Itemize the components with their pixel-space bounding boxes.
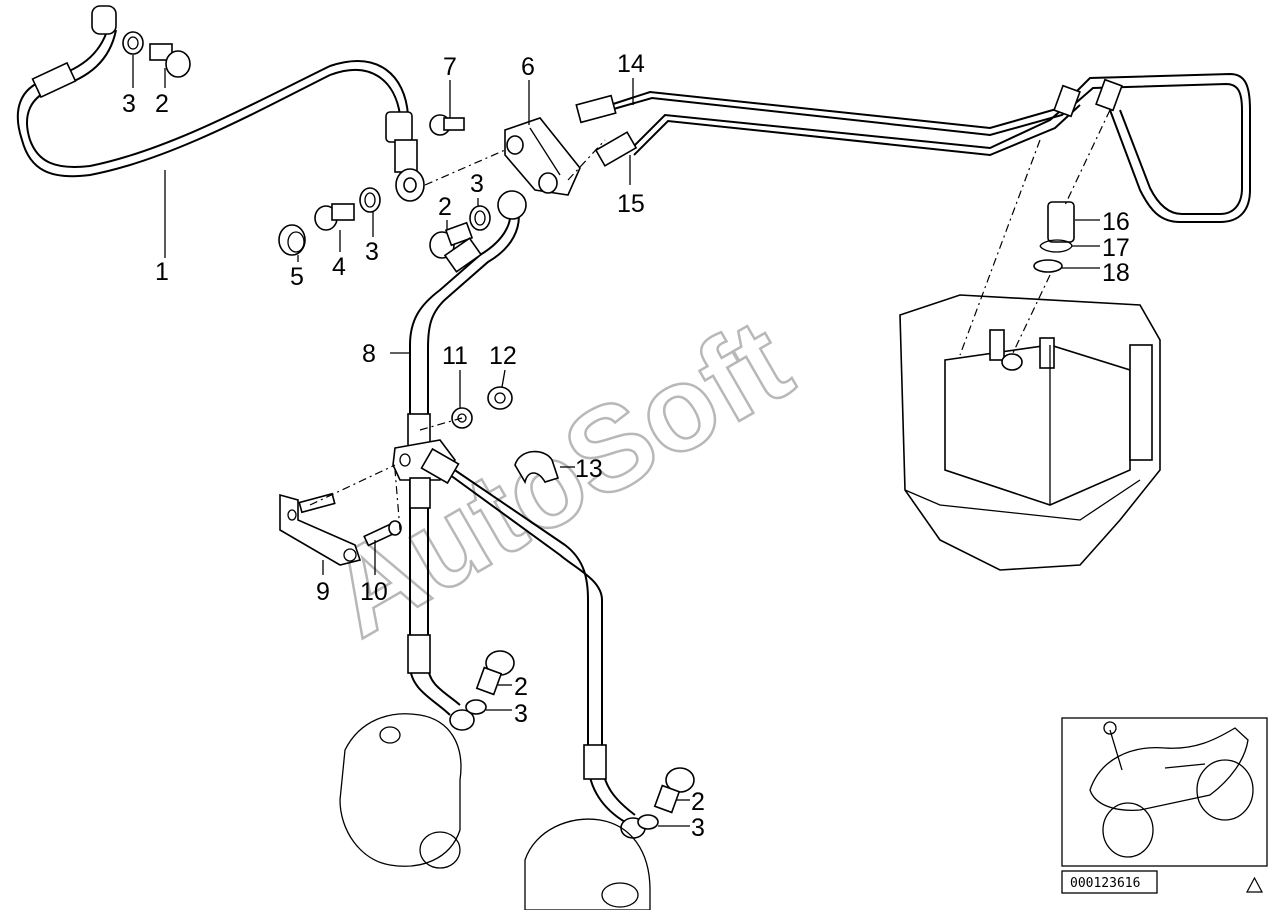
washer-3-mid bbox=[359, 187, 381, 213]
sleeve-16 bbox=[1047, 201, 1075, 243]
label-leaders bbox=[132, 55, 1100, 827]
distributor-block-6 bbox=[504, 117, 581, 196]
label-14: 14 bbox=[617, 50, 645, 78]
label-9: 9 bbox=[316, 578, 330, 606]
svg-text:AutoSoft: AutoSoft bbox=[306, 293, 812, 662]
label-7: 7 bbox=[443, 53, 457, 81]
hose-8 bbox=[407, 190, 527, 449]
banjo-bolt-2-mid bbox=[429, 221, 474, 259]
label-1: 1 bbox=[155, 258, 169, 286]
label-3-top: 3 bbox=[122, 90, 136, 118]
label-15: 15 bbox=[617, 190, 645, 218]
label-2-top: 2 bbox=[155, 90, 169, 118]
label-4: 4 bbox=[332, 253, 346, 281]
label-16: 16 bbox=[1102, 208, 1130, 236]
callout-labels: 3 2 1 5 4 3 2 3 7 6 14 15 8 11 12 13 9 1… bbox=[122, 50, 1130, 842]
bolt-7 bbox=[429, 114, 465, 136]
line-lower-right bbox=[420, 447, 646, 839]
caliper-right bbox=[524, 818, 651, 910]
banjo-bolt-2-top bbox=[149, 43, 191, 78]
label-2-lower-left: 2 bbox=[514, 673, 528, 701]
label-2-lower-right: 2 bbox=[691, 788, 705, 816]
abs-pressure-modulator bbox=[899, 294, 1161, 571]
label-3-mid2: 3 bbox=[470, 170, 484, 198]
hose-lower-left bbox=[407, 477, 475, 731]
bracket-9 bbox=[279, 492, 362, 566]
label-5: 5 bbox=[290, 263, 304, 291]
label-10: 10 bbox=[360, 578, 388, 606]
caliper-left bbox=[339, 713, 462, 869]
label-18: 18 bbox=[1102, 259, 1130, 287]
nut-12 bbox=[487, 386, 513, 410]
assembly-lines bbox=[309, 109, 1111, 531]
label-8: 8 bbox=[362, 340, 376, 368]
label-11: 11 bbox=[442, 342, 468, 370]
banjo-bolt-2-lower-right bbox=[653, 767, 695, 814]
label-3-mid: 3 bbox=[365, 238, 379, 266]
washer-3-mid2 bbox=[469, 205, 491, 231]
o-ring-18 bbox=[1033, 259, 1063, 273]
banjo-bolt-2-lower-left bbox=[475, 650, 515, 696]
clip-13 bbox=[514, 450, 560, 485]
washer-3-lower-left bbox=[465, 699, 487, 715]
label-3-lower-right: 3 bbox=[691, 814, 705, 842]
part-1-front-hose bbox=[16, 5, 425, 202]
part-number-box: 000123616 bbox=[1061, 870, 1158, 894]
label-17: 17 bbox=[1102, 234, 1130, 262]
washer-3-lower-right bbox=[637, 814, 659, 830]
label-12: 12 bbox=[489, 342, 517, 370]
watermark: AutoSoft bbox=[305, 292, 813, 664]
triangle-mark-icon bbox=[1245, 876, 1264, 893]
label-2-mid: 2 bbox=[438, 193, 452, 221]
label-13: 13 bbox=[575, 455, 603, 483]
part-number: 000123616 bbox=[1070, 876, 1140, 891]
motorcycle-locator-thumbnail bbox=[1061, 717, 1268, 867]
plug-5 bbox=[278, 224, 306, 256]
washer-3-top bbox=[122, 31, 144, 55]
brake-pipes-14-15 bbox=[575, 72, 1251, 223]
label-3-lower-left: 3 bbox=[514, 700, 528, 728]
label-6: 6 bbox=[521, 53, 535, 81]
bolt-10 bbox=[363, 520, 402, 547]
bleed-valve-4 bbox=[314, 203, 355, 231]
